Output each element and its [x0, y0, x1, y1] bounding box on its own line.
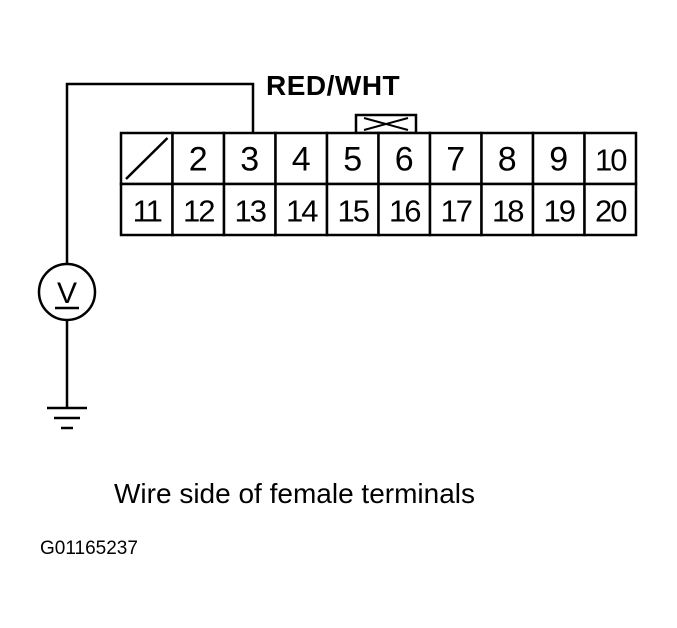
terminal-cell: 6	[377, 131, 432, 186]
terminal-number: 14	[286, 194, 318, 229]
terminal-cell: 7	[428, 131, 483, 186]
terminal-cell: 15	[325, 182, 380, 237]
figure-id: G01165237	[40, 538, 138, 559]
terminal-cell: 5	[325, 131, 380, 186]
terminal-cell: 16	[377, 182, 432, 237]
terminal-number: 11	[133, 194, 162, 229]
terminal-number: 2	[189, 141, 208, 179]
terminal-number: 18	[492, 194, 523, 229]
voltmeter-symbol: V	[57, 277, 77, 310]
terminal-number: 4	[292, 141, 311, 179]
terminal-cell: 9	[531, 131, 586, 186]
terminal-cell: 4	[274, 131, 329, 186]
terminal-cell: 2	[171, 131, 226, 186]
terminal-cell: 19	[531, 182, 586, 237]
terminal-number: 19	[544, 194, 575, 229]
blank-slash-icon	[125, 137, 169, 180]
terminal-number: 12	[183, 194, 214, 229]
terminal-number: 5	[343, 141, 362, 179]
terminal-cell: 17	[428, 182, 483, 237]
terminal-number: 20	[595, 194, 627, 229]
terminal-cell: 18	[480, 182, 535, 237]
ground-icon	[47, 406, 87, 430]
terminal-number: 10	[595, 143, 627, 178]
terminal-cell: 10	[583, 131, 638, 186]
lock-tab-icon	[354, 113, 418, 135]
terminal-number: 17	[441, 194, 472, 229]
terminal-number: 7	[446, 141, 465, 179]
terminal-cell: 13	[222, 182, 277, 237]
terminal-number: 16	[389, 194, 420, 229]
diagram-caption: Wire side of female terminals	[114, 478, 476, 509]
terminal-number: 9	[549, 141, 568, 179]
terminal-cell: 14	[274, 182, 329, 237]
terminal-number: 6	[395, 141, 414, 179]
terminal-cell	[119, 131, 174, 186]
terminal-cell: 20	[583, 182, 638, 237]
terminal-number: 13	[235, 194, 266, 229]
terminal-number: 8	[498, 141, 517, 179]
terminal-cell: 11	[119, 182, 174, 237]
terminal-cell: 3	[222, 131, 277, 186]
wire-color-label: RED/WHT	[266, 70, 401, 101]
terminal-number: 3	[240, 141, 259, 179]
terminal-number: 15	[338, 194, 369, 229]
terminal-cell: 12	[171, 182, 226, 237]
terminal-cell: 8	[480, 131, 535, 186]
probe-wire	[65, 82, 255, 264]
